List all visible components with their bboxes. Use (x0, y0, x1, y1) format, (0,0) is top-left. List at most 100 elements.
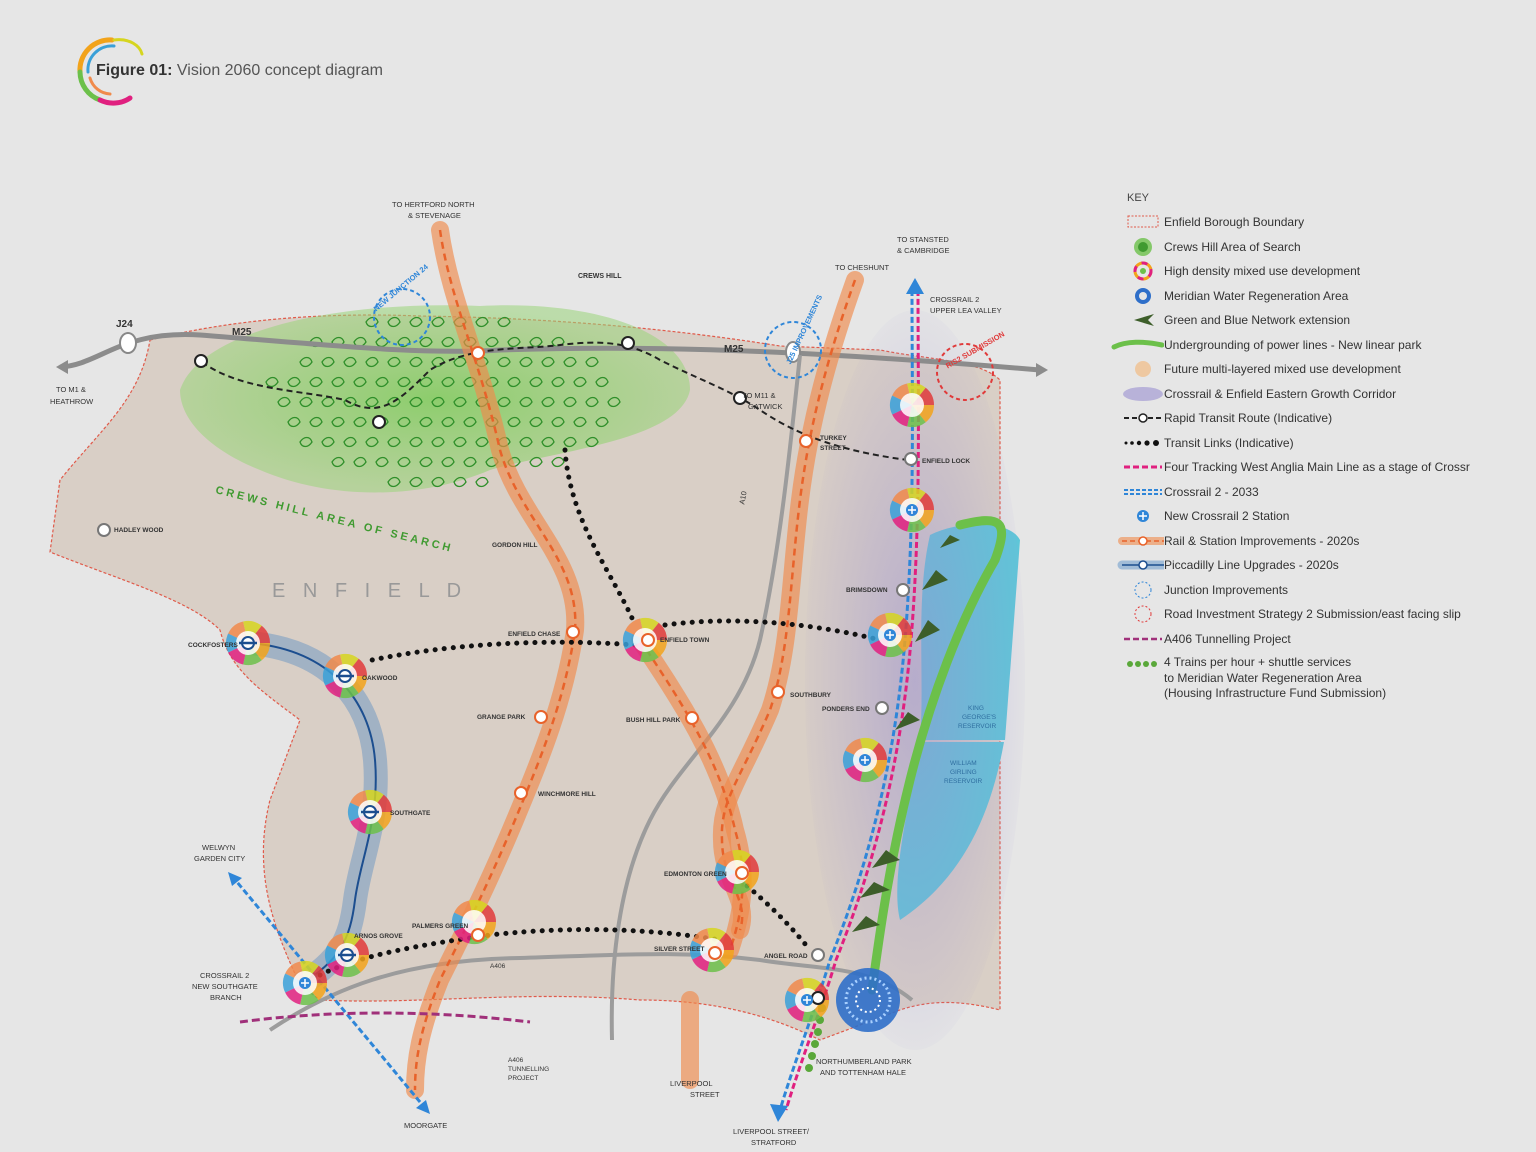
leaf-icon (387, 396, 401, 408)
label-to-m11-2: GATWICK (748, 402, 782, 411)
legend-row: Road Investment Strategy 2 Submission/ea… (1110, 602, 1530, 627)
leaf-icon (485, 336, 499, 348)
label-grange-park: GRANGE PARK (477, 714, 526, 721)
crossrail-south-arrow (770, 1104, 788, 1122)
legend-label: Rail & Station Improvements - 2020s (1164, 533, 1360, 548)
leaf-icon (573, 416, 587, 428)
label-m25-right: M25 (724, 344, 744, 355)
label-brimsdown: BRIMSDOWN (846, 587, 888, 594)
legend-label: Road Investment Strategy 2 Submission/ea… (1164, 607, 1461, 622)
junction-icon (1134, 581, 1152, 599)
legend-label: Rapid Transit Route (Indicative) (1164, 411, 1333, 426)
leaf-icon (441, 456, 455, 468)
label-turkey-2: STREET (820, 445, 846, 452)
legend-row: Rapid Transit Route (Indicative) (1110, 406, 1530, 431)
station-marker (566, 625, 580, 639)
leaf-icon (507, 416, 521, 428)
leaf-icon (475, 436, 489, 448)
leaf-icon (519, 436, 533, 448)
leaf-icon (529, 336, 543, 348)
legend-label: Junction Improvements (1164, 582, 1289, 597)
branch-south-arrow (416, 1100, 430, 1114)
leaf-icon (331, 456, 345, 468)
leaf-icon (551, 376, 565, 388)
label-king-georges-3: RESERVOIR (958, 723, 996, 730)
leaf-icon (375, 376, 389, 388)
leaf-icon (541, 356, 555, 368)
future-dev-icon (1135, 361, 1151, 378)
station-marker (194, 354, 208, 368)
linear-park-icon (1111, 339, 1164, 350)
station-marker (708, 946, 722, 960)
label-to-m1: TO M1 & (56, 385, 86, 394)
leaf-icon (519, 356, 533, 368)
label-palmers-green: PALMERS GREEN (412, 923, 469, 930)
station-marker (471, 928, 485, 942)
j25-circle (764, 321, 822, 379)
label-northumberland-2: AND TOTTENHAM HALE (820, 1068, 906, 1077)
legend-label: Four Tracking West Anglia Main Line as a… (1164, 460, 1470, 475)
label-southgate: SOUTHGATE (390, 810, 431, 817)
legend-label: Green and Blue Network extension (1164, 313, 1351, 328)
label-crossrail2-ulv-2: UPPER LEA VALLEY (930, 306, 1002, 315)
leaf-icon (529, 376, 543, 388)
label-welwyn-2: GARDEN CITY (194, 854, 245, 863)
legend-label: A406 Tunnelling Project (1164, 631, 1291, 646)
label-lst-2: STRATFORD (751, 1138, 797, 1147)
trains-icon (1127, 661, 1157, 667)
label-northumberland-1: NORTHUMBERLAND PARK (816, 1057, 912, 1066)
label-moorgate: MOORGATE (404, 1121, 447, 1130)
leaf-icon (595, 416, 609, 428)
leaf-icon (387, 436, 401, 448)
label-winchmore-hill: WINCHMORE HILL (538, 791, 596, 798)
leaf-icon (353, 376, 367, 388)
boundary-icon (1127, 215, 1159, 228)
label-angel-road: ANGEL ROAD (764, 953, 808, 960)
leaf-icon (475, 476, 489, 488)
rapid-transit-icon (1124, 413, 1162, 423)
legend-row: Crossrail & Enfield Eastern Growth Corri… (1110, 382, 1530, 407)
label-a10: A10 (737, 490, 748, 505)
leaf-icon (309, 416, 323, 428)
leaf-icon (507, 376, 521, 388)
high-density-icon (1133, 261, 1153, 281)
piccadilly-icon (1117, 560, 1164, 570)
a10-road (609, 354, 802, 1041)
label-enfield: E N F I E L D (272, 580, 467, 602)
legend-title: KEY (1127, 192, 1150, 204)
leaf-icon (409, 476, 423, 488)
growth-corridor (805, 310, 1025, 1050)
label-j24: J24 (116, 319, 133, 330)
leaf-icon (287, 376, 301, 388)
leaf-icon (541, 396, 555, 408)
legend-row: Undergrounding of power lines - New line… (1110, 333, 1530, 358)
station-marker (811, 991, 825, 1005)
rail-improvement-icon (1118, 536, 1164, 546)
label-bush-hill-park: BUSH HILL PARK (626, 717, 681, 724)
label-hadley-wood: HADLEY WOOD (114, 527, 164, 534)
j24-junction (119, 332, 137, 354)
figure-header (70, 32, 450, 112)
high-density-hub (324, 932, 369, 977)
label-welwyn-1: WELWYN (202, 843, 235, 852)
leaf-icon (331, 376, 345, 388)
leaf-icon (353, 456, 367, 468)
station-marker (372, 415, 386, 429)
leaf-icon (419, 416, 433, 428)
high-density-hub (451, 899, 496, 944)
station-marker (811, 948, 825, 962)
leaf-icon (299, 356, 313, 368)
leaf-icon (397, 376, 411, 388)
legend-label: Undergrounding of power lines - New line… (1164, 337, 1422, 352)
leaf-icon (419, 376, 433, 388)
label-new-junction: NEW JUNCTION 24 (372, 262, 431, 313)
legend-label: Transit Links (Indicative) (1164, 435, 1294, 450)
leaf-icon (431, 436, 445, 448)
legend-row: Crossrail 2 - 2033 (1110, 480, 1530, 505)
label-heathrow: HEATHROW (50, 397, 94, 406)
leaf-icon (431, 476, 445, 488)
growth-corridor-icon (1123, 386, 1163, 401)
leaf-icon (551, 336, 565, 348)
label-cr2-nsb-2: NEW SOUTHGATE (192, 982, 258, 991)
